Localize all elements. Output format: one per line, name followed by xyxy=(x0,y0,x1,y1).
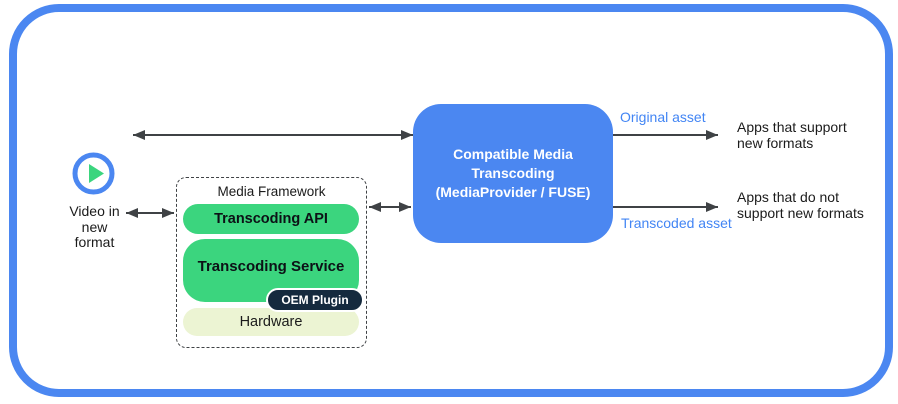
media-framework-title: Media Framework xyxy=(217,184,326,199)
apps-not-support-new-formats-label: Apps that do not support new formats xyxy=(737,189,864,221)
video-source-label: Video in new format xyxy=(69,203,120,250)
transcoded-asset-label: Transcoded asset xyxy=(621,215,732,231)
transcoding-api-layer: Transcoding API xyxy=(183,204,359,234)
hardware-layer: Hardware xyxy=(183,308,359,336)
apps-support-new-formats-label: Apps that support new formats xyxy=(737,119,847,151)
compatible-media-transcoding-box: Compatible Media Transcoding (MediaProvi… xyxy=(413,104,613,243)
media-framework-box: Media Framework Transcoding API Transcod… xyxy=(176,177,367,348)
original-asset-label: Original asset xyxy=(620,109,706,125)
oem-plugin-badge: OEM Plugin xyxy=(266,288,364,312)
outer-border-frame xyxy=(9,4,893,397)
video-play-icon xyxy=(72,152,115,195)
